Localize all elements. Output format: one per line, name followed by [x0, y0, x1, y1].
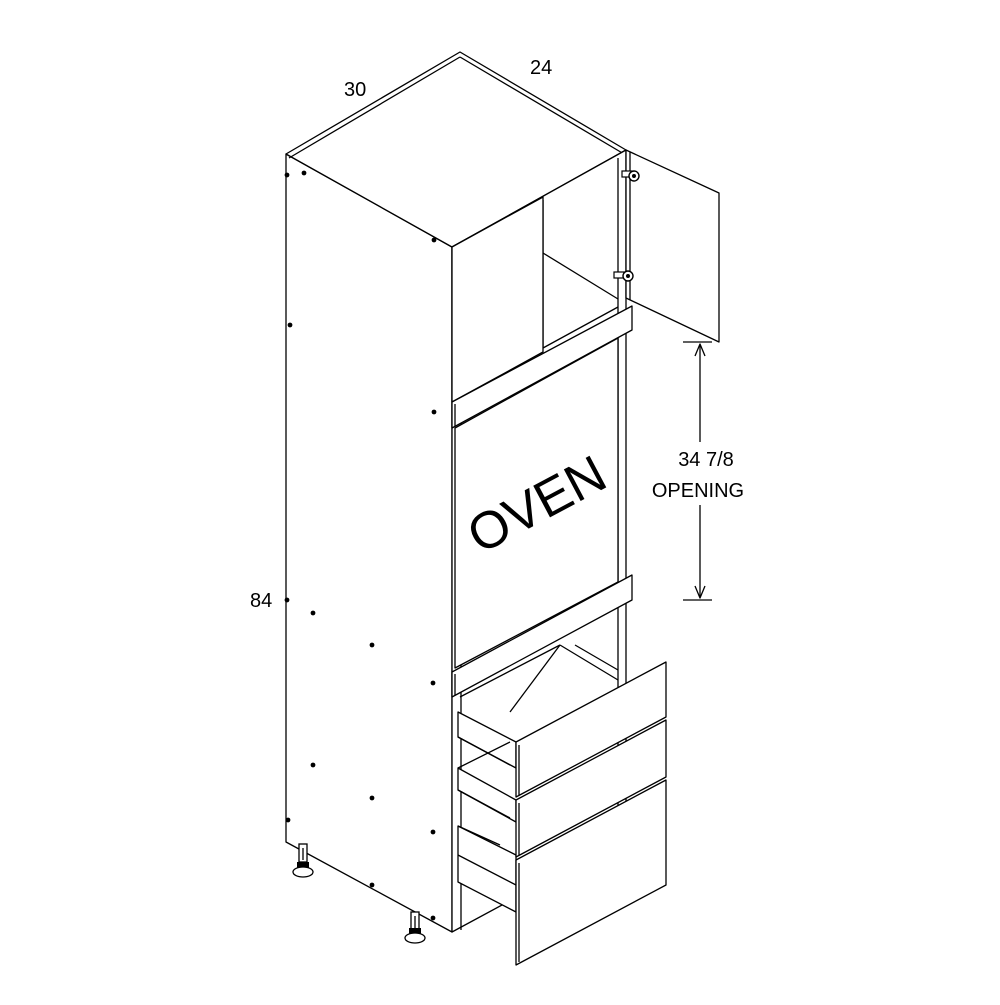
opening-label: OPENING — [652, 480, 744, 502]
width-dimension-label: 30 — [344, 79, 366, 101]
top-panel — [285, 51, 627, 248]
drawer-front-top[interactable] — [515, 661, 667, 798]
drawer-front-bottom[interactable] — [515, 779, 667, 966]
leg-right — [404, 911, 426, 944]
side-panel — [285, 153, 453, 933]
opening-dimension-line — [683, 341, 712, 601]
upper-left-door[interactable] — [451, 196, 544, 403]
oven-top-rail — [451, 305, 633, 429]
drawer-front-middle[interactable] — [515, 719, 667, 858]
opening-size-label: 34 7/8 — [678, 449, 734, 471]
height-dimension-label: 84 — [250, 590, 272, 612]
shelf-pin-holes — [284, 170, 437, 921]
depth-dimension-label: 24 — [530, 57, 552, 79]
upper-right-door[interactable] — [625, 149, 720, 343]
hinge-top — [621, 170, 640, 182]
oven-bottom-rail — [451, 574, 633, 698]
hinge-bottom — [613, 270, 634, 282]
drawer-compartment — [459, 644, 619, 713]
leg-left — [292, 843, 314, 878]
